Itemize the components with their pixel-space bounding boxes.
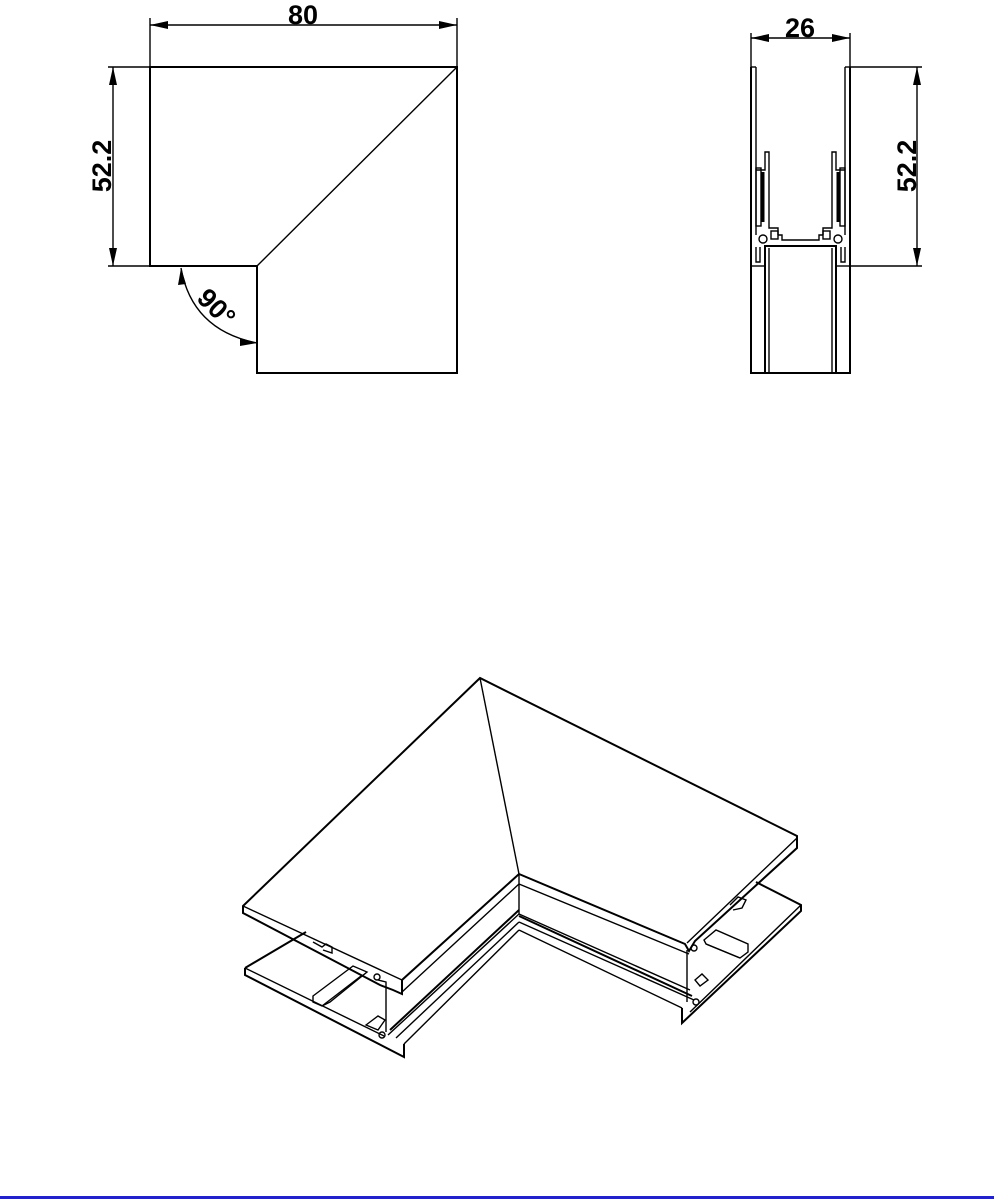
dimension-angle-90: 90° (178, 267, 258, 346)
angle-label: 90° (191, 283, 241, 333)
width-label: 80 (288, 0, 318, 30)
bottom-rule (0, 1196, 994, 1199)
dimension-side-height-52-2: 52.2 (850, 66, 922, 267)
miter-line (256, 66, 458, 267)
dimension-width-26: 26 (750, 13, 851, 67)
side-height-label: 52.2 (892, 140, 922, 193)
isometric-view (242, 676, 802, 1059)
height-label: 52.2 (87, 140, 117, 193)
side-view-outline (750, 67, 851, 374)
top-view: 80 52.2 90° (87, 0, 458, 374)
dimension-width-80: 80 (149, 0, 458, 67)
side-width-label: 26 (785, 13, 815, 43)
side-view: 26 52.2 (750, 13, 922, 374)
dimension-height-52-2: 52.2 (87, 66, 150, 267)
